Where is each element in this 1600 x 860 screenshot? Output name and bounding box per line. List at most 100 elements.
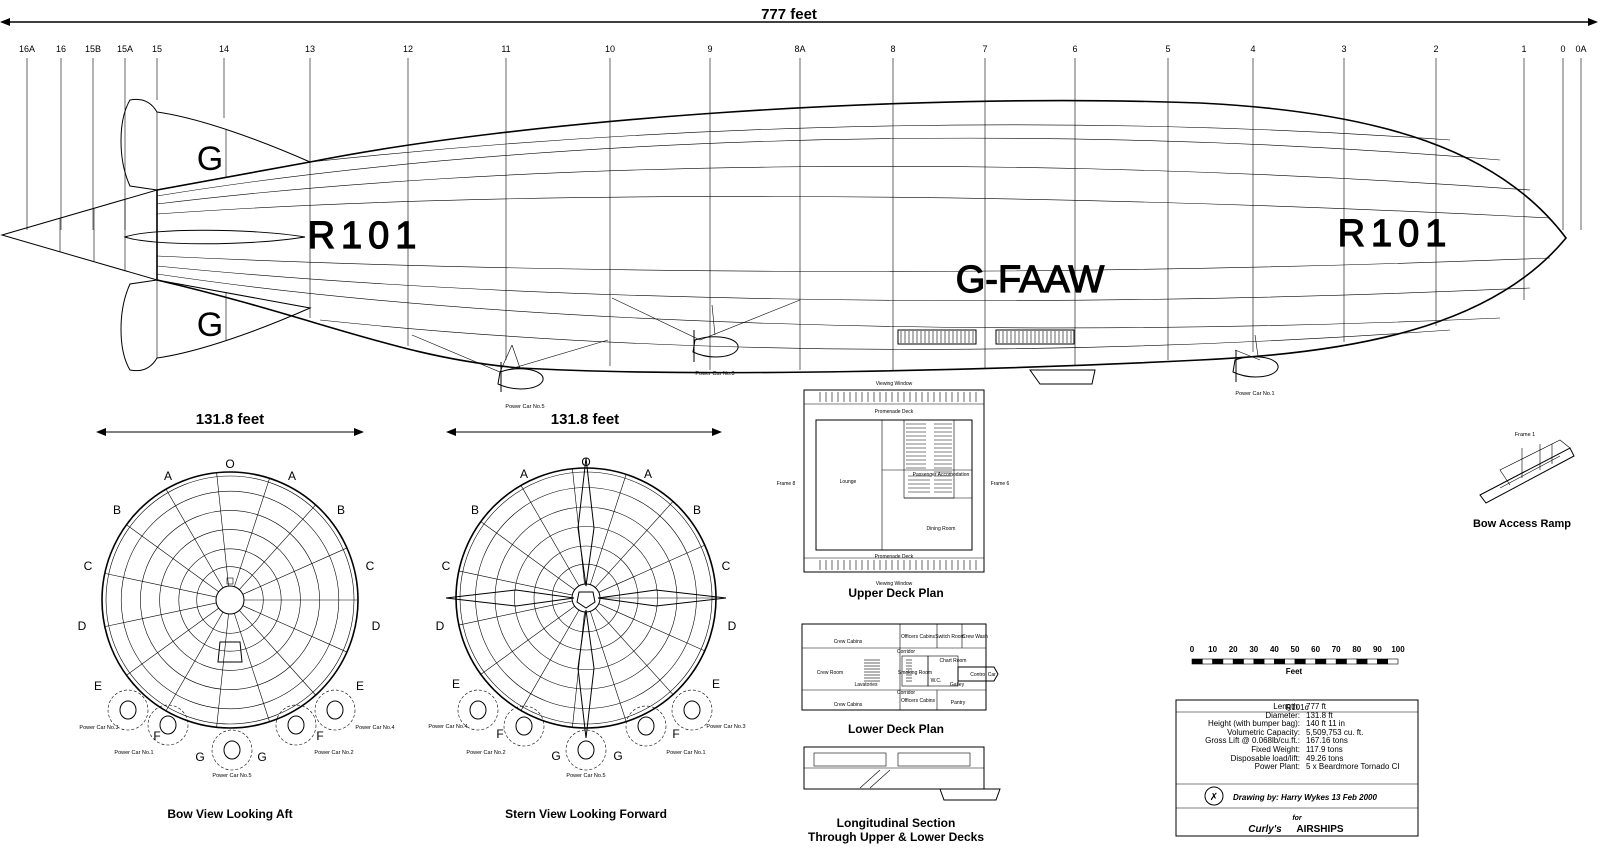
stern-letter-F-left: F [496,727,503,741]
upper-promenade-top: Promenade Deck [875,409,914,415]
scale-segment [1191,658,1203,665]
stern-top-letter: O [581,455,590,469]
bow-car3-label: Power Car No.3 [79,725,118,731]
power-car-icon [223,740,241,760]
scale-segment [1325,658,1337,665]
scale-segment [1263,658,1275,665]
specs-box: R101c ✗ Drawing by: Harry Wykes 13 Feb 2… [1175,699,1419,837]
stern-letter-r-D: D [728,619,737,633]
lower-pantry: Pantry [951,700,966,706]
stern-letter-r-A: A [644,467,652,481]
frame-label-8: 8 [890,44,895,54]
stern-view: 131.8 feet O A B C D E A B C D E F F G G… [428,411,745,821]
stern-letter-G-left: G [551,749,560,763]
frame-lines [26,58,1582,370]
spec-row: Volumetric Capacity:5,509,753 cu. ft. [1227,727,1364,737]
hull-side-elevation: G G R101 R101 G-FAAW Power Car No.5 Powe… [0,98,1568,410]
section-title-line1: Longitudinal Section [837,816,956,830]
bow-letter-F-right: F [316,729,323,743]
stern-car3-label: Power Car No.3 [706,724,745,730]
section-title-line2: Through Upper & Lower Decks [808,830,984,844]
power-car-icon [637,716,655,736]
scale-tick-label: 60 [1311,645,1320,654]
stern-letter-l-A: A [520,467,528,481]
upper-deck-title: Upper Deck Plan [848,586,943,600]
bow-access-ramp-title: Bow Access Ramp [1473,518,1571,530]
stern-letter-r-C: C [722,559,731,573]
power-car-icon [287,715,305,735]
power-car-3-side: Power Car No.3 [692,304,739,377]
scale-segment [1202,658,1213,665]
window-bank-2 [995,329,1075,345]
bow-car2-label: Power Car No.2 [314,750,353,756]
frame-label-0A: 0A [1575,44,1586,54]
scale-segment [1212,658,1224,665]
hull-registration: G-FAAW [956,259,1105,301]
upper-frame6: Frame 6 [991,481,1010,487]
drawing-credit: Drawing by: Harry Wykes 13 Feb 2000 [1233,793,1377,802]
frame-label-7: 7 [982,44,987,54]
curly-logo-icon [1204,786,1224,806]
stern-fin [445,589,575,607]
bow-letter-r-E: E [356,679,364,693]
bow-view-title: Bow View Looking Aft [167,807,292,821]
upper-passenger-accommodation: Passenger Accomodation [913,472,970,478]
stern-fin [597,589,727,607]
lower-crew-room: Crew Room [817,670,843,676]
power-car-icon [159,715,177,735]
bow-power-cars [107,689,356,771]
frame-label-0: 0 [1560,44,1565,54]
lower-corridor-top: Corridor [897,649,915,655]
spec-row: Length:777 ft [1273,702,1327,711]
lower-corridor-bottom: Corridor [897,690,915,696]
ramp-frame-label: Frame 1 [1515,432,1535,438]
scale-segment [1315,658,1327,665]
spec-row: Fixed Weight:117.9 tons [1251,744,1343,754]
upper-viewing-window-top: Viewing Window [876,381,913,387]
brand-name: AIRSHIPS [1296,824,1344,835]
stern-fin [577,457,595,587]
overall-length-label: 777 feet [761,6,817,23]
lower-crew-cabins-top: Crew Cabins [834,639,863,645]
hull-name-right: R101 [1338,213,1453,255]
power-car-5-side: Power Car No.5 [497,344,545,410]
scale-segment [1366,658,1378,665]
scale-tick-label: 20 [1229,645,1238,654]
scale-segment [1294,658,1306,665]
bow-view: 131.8 feet O A B C D E A B C D E F F G G… [78,411,395,821]
longitudinal-section: Longitudinal Section Through Upper & Low… [803,746,1001,844]
lower-deck-plan: Crew Cabins Officers Cabins Switch Room … [801,623,999,736]
for-label: for [1292,815,1303,822]
lower-deck-title: Lower Deck Plan [848,722,944,736]
frame-label-15B: 15B [85,44,101,54]
stern-car4-label: Power Car No.4 [428,724,467,730]
bow-width-label: 131.8 feet [196,411,264,428]
scale-segment [1253,658,1265,665]
frame-label-12: 12 [403,44,413,54]
fin-letter-upper: G [197,140,223,178]
stern-power-cars [457,689,713,771]
power-car-1-side: Power Car No.1 [1232,334,1279,397]
brand-prefix: Curly's [1248,824,1282,835]
lower-officers-bottom: Officers Cabins [901,698,936,704]
frame-label-15A: 15A [117,44,133,54]
spec-row: Diameter:131.8 ft [1265,710,1333,720]
lower-officers-top: Officers Cabins [901,634,936,640]
scale-segment [1232,658,1244,665]
upper-promenade-bottom: Promenade Deck [875,554,914,560]
spec-row: Power Plant:5 x Beardmore Tornado CI [1254,762,1400,772]
bow-letter-r-A: A [288,469,296,483]
frame-label-1: 1 [1521,44,1526,54]
power-car-icon [326,700,344,720]
spec-row: Height (with bumper bag):140 ft 11 in [1207,719,1345,729]
scale-tick-label: 50 [1291,645,1300,654]
bow-car5-label: Power Car No.5 [212,773,251,779]
scale-segment [1284,658,1296,665]
scale-segment [1377,658,1389,665]
upper-deck-plan: Viewing Window Promenade Deck Lounge Pas… [777,381,1010,600]
svg-text:✗: ✗ [1210,792,1218,803]
scale-segment [1305,658,1316,665]
power-car-icon [515,716,533,736]
